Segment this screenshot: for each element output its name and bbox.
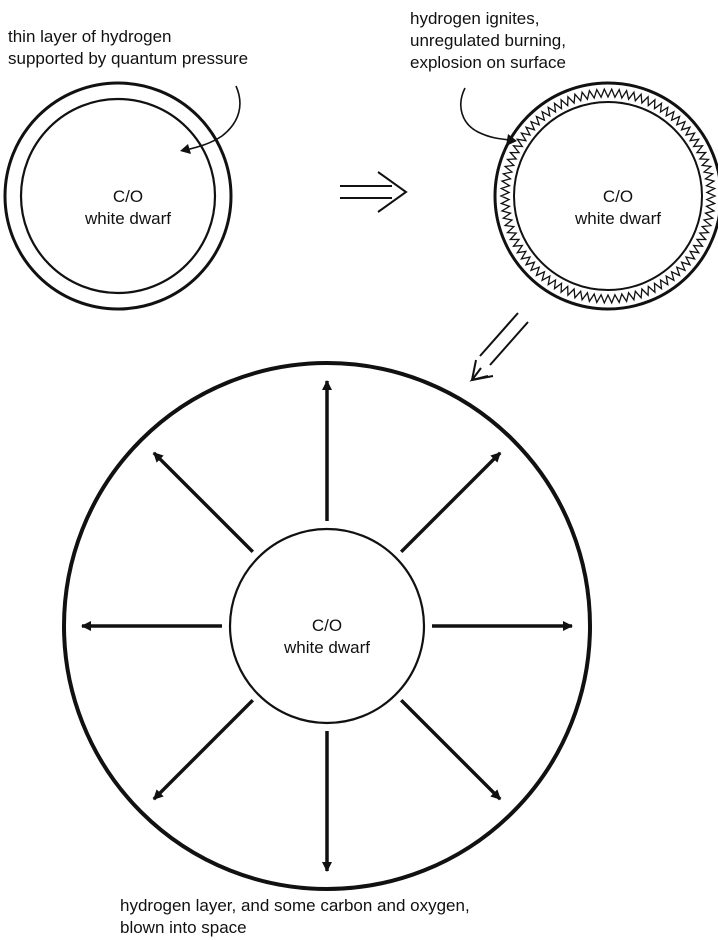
- stage-arrow-right: [340, 171, 408, 213]
- stage2-core: [513, 101, 703, 291]
- stage1-star: [3, 81, 241, 311]
- stage2-annotation-line1: hydrogen ignites,: [410, 9, 540, 28]
- stage2-annotation-line2: unregulated burning,: [410, 31, 566, 50]
- stage3-caption-line2: blown into space: [120, 918, 247, 937]
- stage1-core-label-line2: white dwarf: [85, 209, 171, 228]
- ejection-arrow-down-right: [399, 698, 502, 801]
- stage1-core-label-line1: C/O: [112, 187, 144, 206]
- stage1-pointer-curve: [185, 85, 241, 151]
- stage3-ejection-arrows: [81, 380, 573, 872]
- stage1-core: [19, 97, 217, 295]
- stage2-outer-layer: [493, 81, 718, 311]
- stage2-core-label-line2: white dwarf: [575, 209, 661, 228]
- stage2-pointer-head: [506, 134, 517, 146]
- stage3-core-label-line1: C/O: [311, 616, 343, 635]
- stage2-annotation-line3: explosion on surface: [410, 53, 566, 72]
- ejection-arrow-up-left: [152, 451, 255, 554]
- stage2-star: [460, 81, 718, 311]
- stage-arrow-down-left: [469, 312, 529, 382]
- stage2-core-label-line1: C/O: [602, 187, 634, 206]
- stage3-caption-line1: hydrogen layer, and some carbon and oxyg…: [120, 896, 470, 915]
- stage1-outer-layer: [3, 81, 233, 311]
- ejection-arrow-down-left: [152, 698, 255, 801]
- stage1-annotation-line2: supported by quantum pressure: [8, 49, 249, 68]
- stage1-pointer-head: [180, 144, 191, 154]
- stage2-burning-layer: [499, 87, 717, 305]
- stage3-outer-shell: [62, 361, 592, 891]
- stage2-pointer-curve: [460, 87, 511, 141]
- stage3-core: [228, 527, 426, 725]
- ejection-arrow-up-right: [399, 451, 502, 554]
- stage1-annotation-line1: thin layer of hydrogen: [8, 27, 172, 46]
- stage3-core-label-line2: white dwarf: [284, 638, 370, 657]
- stage3-star: [62, 361, 592, 891]
